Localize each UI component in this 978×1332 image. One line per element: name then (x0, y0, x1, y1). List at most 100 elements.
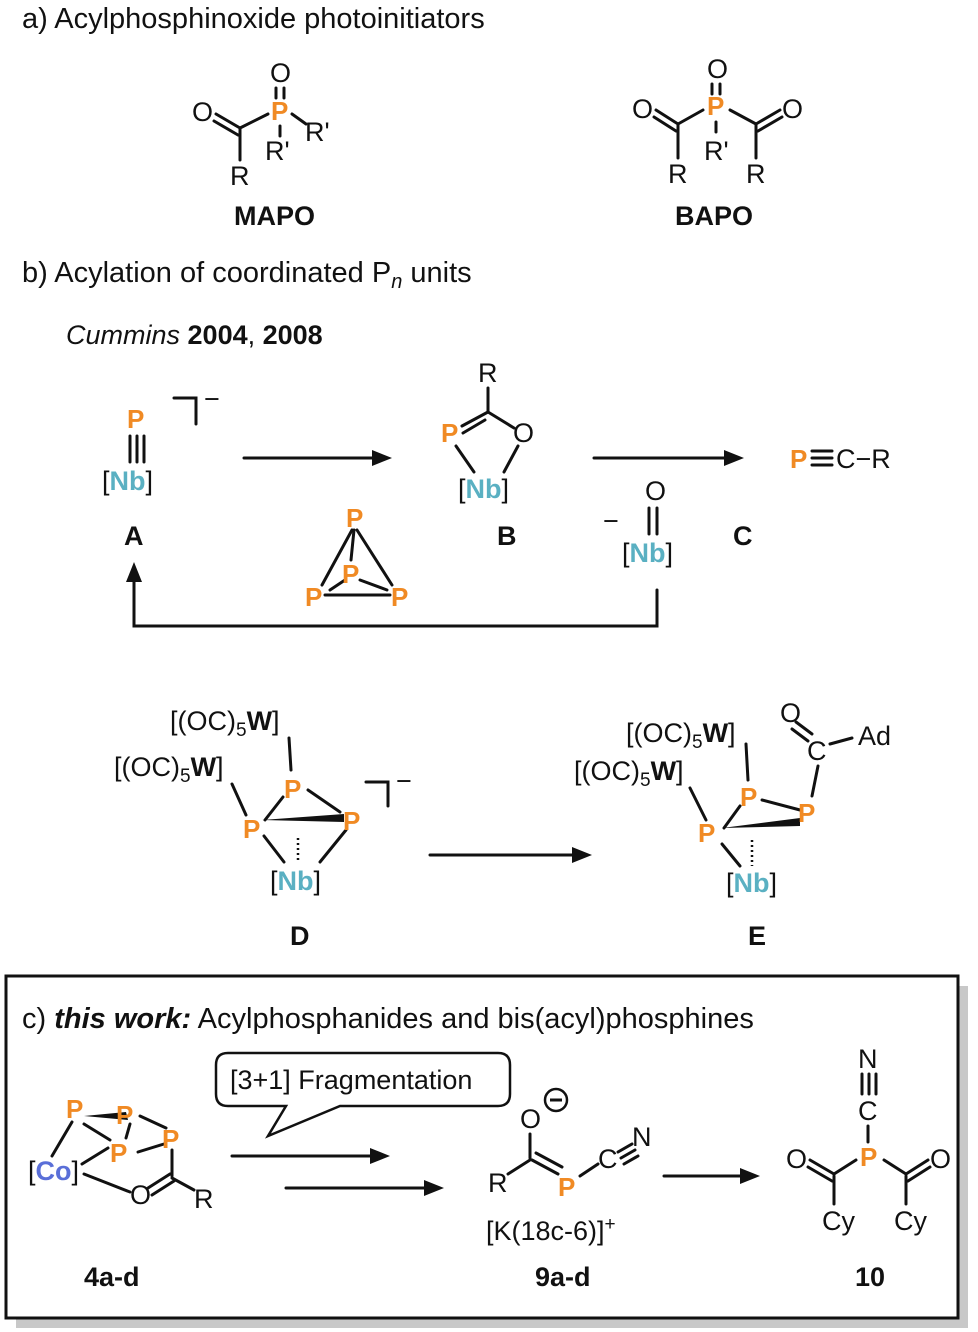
compound-b-r: R (478, 358, 498, 388)
mapo-r-prime-2: R' (265, 136, 290, 166)
compound-d-metal: [Nb] (270, 866, 321, 896)
compound-d-structure: [(OC)5W] [(OC)5W] P P P [Nb] − D (114, 706, 412, 951)
mapo-structure: O P O R R' R' MAPO (192, 58, 330, 231)
mapo-oxygen-carbonyl: O (192, 97, 213, 127)
section-a: a) Acylphosphinoxide photoinitiators O P… (22, 3, 803, 231)
mapo-phosphorus: P (271, 96, 288, 126)
bapo-oxygen-top: O (707, 54, 728, 84)
compound-9-nitrogen: N (632, 1122, 652, 1152)
compound-e-p-right: P (798, 798, 815, 828)
p4-left: P (305, 582, 322, 612)
compound-10-cy-right: Cy (894, 1206, 927, 1236)
compound-e-structure: [(OC)5W] [(OC)5W] O C Ad P P P [Nb] E (574, 698, 891, 951)
compound-10-oxygen-left: O (786, 1144, 807, 1174)
compound-c-carbon-r: C−R (836, 444, 891, 474)
arrow-a-to-b (242, 450, 392, 466)
mapo-r-prime-1: R' (305, 117, 330, 147)
section-b-heading: b) Acylation of coordinated Pn units (22, 257, 472, 293)
compound-b-oxygen: O (513, 418, 534, 448)
compound-9-label: 9a-d (535, 1262, 591, 1292)
compound-10-phosphorus: P (860, 1142, 877, 1172)
bapo-oxygen-left: O (632, 94, 653, 124)
niobium-oxo: O [Nb] − (603, 476, 673, 568)
compound-a-phosphorus: P (127, 404, 144, 434)
p4-right: P (391, 582, 408, 612)
compound-d-label: D (290, 921, 310, 951)
compound-10-carbon: C (858, 1096, 878, 1126)
compound-10-label: 10 (855, 1262, 885, 1292)
arrow-b-to-c (592, 450, 744, 466)
compound-4-metal: [Co] (28, 1156, 79, 1186)
p4-middle: P (342, 559, 359, 589)
bapo-phosphorus: P (707, 91, 724, 121)
p4-tetrahedron: P P P P (305, 503, 408, 612)
compound-d-w-ligand-1: [(OC)5W] (170, 706, 280, 741)
compound-e-carbon: C (807, 736, 827, 766)
compound-d-p-left: P (243, 814, 260, 844)
mapo-label: MAPO (234, 201, 315, 231)
compound-9-oxygen: O (520, 1104, 541, 1134)
bapo-label: BAPO (675, 201, 753, 231)
compound-e-label: E (748, 921, 766, 951)
compound-4-p-3: P (110, 1138, 127, 1168)
compound-a-charge: − (204, 384, 220, 414)
recycle-arrow (126, 562, 659, 628)
bapo-r-right: R (746, 159, 766, 189)
arrow-d-to-e (428, 847, 592, 863)
compound-e-metal: [Nb] (726, 868, 777, 898)
compound-c-phosphorus: P (790, 444, 807, 474)
compound-10-structure: N C P O Cy O Cy 10 (786, 1044, 951, 1292)
niobium-oxo-oxygen: O (645, 476, 666, 506)
compound-e-w-ligand-1: [(OC)5W] (626, 718, 736, 753)
mapo-oxygen-top: O (270, 58, 291, 88)
niobium-oxo-metal: [Nb] (622, 538, 673, 568)
section-c: c) this work: Acylphosphanides and bis(a… (4, 974, 968, 1328)
compound-10-cy-left: Cy (822, 1206, 855, 1236)
compound-e-ad: Ad (858, 721, 891, 751)
p4-top: P (346, 503, 363, 533)
compound-9-phosphorus: P (558, 1172, 575, 1202)
section-c-heading: c) this work: Acylphosphanides and bis(a… (22, 1003, 754, 1035)
compound-c-structure: P C−R C (733, 444, 891, 551)
arrows-4-to-9 (230, 1148, 444, 1196)
compound-e-oxygen: O (780, 698, 801, 728)
bapo-structure: O P O R O R R' BAPO (632, 54, 803, 231)
compound-a-label: A (124, 521, 144, 551)
fragmentation-callout: [3+1] Fragmentation (214, 1051, 512, 1139)
compound-b-structure: R P O [Nb] B (441, 358, 534, 551)
compound-c-label: C (733, 521, 753, 551)
compound-4-p-4: P (162, 1124, 179, 1154)
compound-4-label: 4a-d (84, 1262, 140, 1292)
compound-a-metal: [Nb] (102, 466, 153, 496)
compound-4-structure: [Co] O R P P P P 4a-d (28, 1094, 214, 1292)
compound-d-p-top: P (284, 774, 301, 804)
negative-charge-circle (543, 1087, 569, 1113)
compound-b-label: B (497, 521, 517, 551)
section-b: b) Acylation of coordinated Pn units Cum… (22, 257, 891, 951)
compound-9-carbon: C (598, 1144, 618, 1174)
compound-4-p-2: P (116, 1100, 133, 1130)
compound-b-metal: [Nb] (458, 474, 509, 504)
arrow-9-to-10 (662, 1168, 760, 1184)
compound-9-r: R (488, 1168, 508, 1198)
compound-e-p-top: P (740, 782, 757, 812)
bapo-oxygen-right: O (782, 94, 803, 124)
compound-9-structure: O R P C N [K(18c-6)]+ 9a-d (486, 1087, 652, 1292)
bapo-r-prime: R' (704, 136, 729, 166)
callout-text: [3+1] Fragmentation (230, 1065, 472, 1095)
compound-4-oxygen: O (130, 1180, 151, 1210)
citation: Cummins 2004, 2008 (66, 320, 323, 350)
compound-a-structure: P [Nb] − A (102, 384, 220, 551)
bapo-r-left: R (668, 159, 688, 189)
compound-d-p-right: P (343, 806, 360, 836)
compound-9-counterion: [K(18c-6)]+ (486, 1214, 616, 1246)
compound-e-w-ligand-2: [(OC)5W] (574, 756, 684, 791)
compound-4-r: R (194, 1184, 214, 1214)
compound-10-nitrogen: N (858, 1044, 878, 1074)
section-a-heading: a) Acylphosphinoxide photoinitiators (22, 3, 485, 35)
section-c-box (4, 974, 960, 1320)
compound-b-phosphorus: P (441, 418, 458, 448)
compound-4-p-1: P (66, 1094, 83, 1124)
compound-e-p-left: P (698, 818, 715, 848)
